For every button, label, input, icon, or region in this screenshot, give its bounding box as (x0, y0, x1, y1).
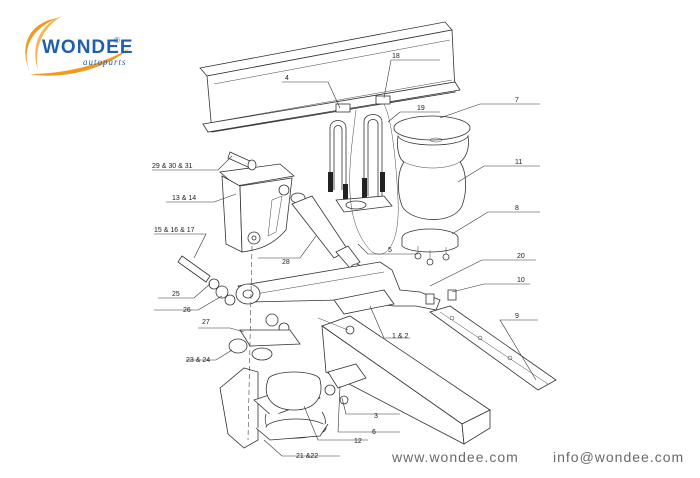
label-27: 27 (202, 319, 210, 326)
label-5: 5 (388, 247, 392, 254)
label-25: 25 (172, 291, 180, 298)
bushings (425, 289, 457, 305)
hanger-bracket (219, 163, 295, 253)
label-7: 7 (515, 97, 519, 104)
label-9: 9 (515, 313, 519, 320)
logo-registered-mark: ® (114, 36, 120, 45)
label-12: 12 (354, 438, 362, 445)
label-11: 11 (515, 159, 522, 166)
axle-square-tube (317, 289, 491, 445)
leader-lines (152, 59, 540, 457)
lower-bracket-and-lift-bellow (219, 367, 329, 449)
label-29-30-31: 29 & 30 & 31 (152, 163, 193, 170)
slide-rail (429, 305, 557, 391)
label-8: 8 (515, 205, 519, 212)
callout-labels: 18 4 7 19 29 & 30 & 31 11 13 & 14 8 15 &… (152, 53, 525, 460)
label-10: 10 (517, 277, 525, 284)
air-spring-bellows (393, 115, 471, 266)
label-6: 6 (372, 429, 376, 436)
pivot-bolt-25-26-27 (177, 255, 301, 347)
label-26: 26 (183, 307, 191, 314)
label-3: 3 (374, 413, 378, 420)
label-15-16-17: 15 & 16 & 17 (154, 227, 195, 234)
label-21-22: 21 &22 (296, 453, 318, 460)
label-23-24: 23 & 24 (186, 357, 210, 364)
label-1-2: 1 & 2 (392, 333, 408, 340)
label-20: 20 (517, 253, 525, 260)
label-18: 18 (392, 53, 400, 60)
washer-23-24 (228, 338, 273, 361)
label-13-14: 13 & 14 (172, 195, 196, 202)
label-4: 4 (285, 75, 289, 82)
footer-email[interactable]: info@wondee.com (553, 449, 685, 465)
bolt-29-30-31 (227, 151, 257, 171)
logo-subtitle: autoparts (83, 57, 127, 67)
centre-line (247, 245, 253, 441)
label-28: 28 (282, 259, 290, 266)
u-bolts (328, 95, 399, 255)
chassis-frame-beam (199, 21, 461, 133)
logo-brand: WONDEE (42, 37, 134, 58)
label-19: 19 (417, 105, 425, 112)
footer-website[interactable]: www.wondee.com (392, 449, 519, 465)
shock-absorber (290, 192, 362, 273)
small-fittings (324, 363, 367, 405)
